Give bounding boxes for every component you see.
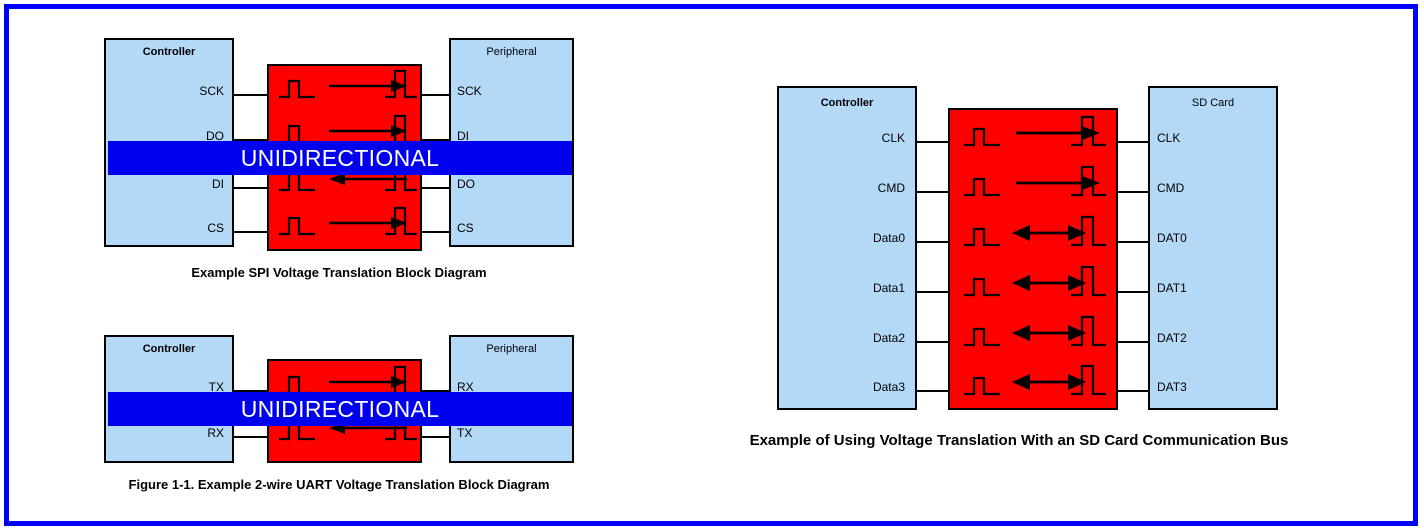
sdcard-pin-left-5: Data3 bbox=[872, 380, 905, 394]
spi-peripheral-title: Peripheral bbox=[486, 46, 537, 58]
uart-caption: Figure 1-1. Example 2-wire UART Voltage … bbox=[128, 477, 550, 492]
sdcard-waveform-row-1 bbox=[964, 165, 1106, 197]
spi-wire-left-2 bbox=[234, 187, 267, 189]
sdcard-wire-left-0 bbox=[917, 141, 948, 143]
spi-controller-title: Controller bbox=[142, 46, 196, 58]
sdcard-wire-right-0 bbox=[1118, 141, 1148, 143]
sdcard-waveform-row-0 bbox=[964, 115, 1106, 147]
uart-controller-title: Controller bbox=[142, 343, 196, 355]
sdcard-block-diagram: Controller SD Card CLK CLK CMD CMD Dat bbox=[9, 9, 1423, 521]
sdcard-voltage-translator-block bbox=[948, 108, 1118, 410]
spi-pin-left-3: CS bbox=[207, 221, 224, 235]
sdcard-title: SD Card bbox=[1191, 97, 1235, 109]
sdcard-wire-left-1 bbox=[917, 191, 948, 193]
sdcard-wire-right-4 bbox=[1118, 341, 1148, 343]
spi-wire-right-2 bbox=[422, 187, 449, 189]
sdcard-pin-left-3: Data1 bbox=[872, 281, 905, 295]
figure-border: Controller Peripheral SCK SCK DO DI bbox=[4, 4, 1418, 526]
uart-pin-right-0: RX bbox=[457, 380, 474, 394]
sdcard-wire-left-4 bbox=[917, 341, 948, 343]
sdcard-pin-right-2: DAT0 bbox=[1157, 231, 1187, 245]
uart-wire-left-1 bbox=[234, 436, 267, 438]
sdcard-wire-right-2 bbox=[1118, 241, 1148, 243]
spi-waveform-row-0 bbox=[279, 69, 417, 99]
sdcard-waveform-row-3 bbox=[964, 265, 1106, 297]
spi-pin-right-1: DI bbox=[457, 129, 469, 143]
spi-wire-left-0 bbox=[234, 94, 267, 96]
sdcard-block: SD Card bbox=[1148, 86, 1278, 410]
sdcard-pin-left-0: CLK bbox=[881, 131, 905, 145]
spi-waveform-row-2 bbox=[279, 162, 417, 192]
spi-wire-right-1 bbox=[422, 139, 449, 141]
sdcard-waveform-row-2 bbox=[964, 215, 1106, 247]
spi-wire-right-3 bbox=[422, 231, 449, 233]
spi-pin-left-2: DI bbox=[212, 177, 224, 191]
sdcard-waveform-row-5 bbox=[964, 364, 1106, 396]
sdcard-pin-left-4: Data2 bbox=[872, 331, 905, 345]
uart-wire-left-0 bbox=[234, 390, 267, 392]
sdcard-caption: Example of Using Voltage Translation Wit… bbox=[749, 432, 1289, 449]
sdcard-wire-right-3 bbox=[1118, 291, 1148, 293]
spi-pin-right-0: SCK bbox=[457, 84, 482, 98]
spi-pin-left-1: DO bbox=[206, 129, 224, 143]
spi-caption: Example SPI Voltage Translation Block Di… bbox=[191, 265, 487, 280]
spi-pin-right-3: CS bbox=[457, 221, 474, 235]
sdcard-pin-left-2: Data0 bbox=[872, 231, 905, 245]
sdcard-pin-right-0: CLK bbox=[1157, 131, 1181, 145]
spi-unidirectional-band: UNIDIRECTIONAL bbox=[108, 141, 572, 175]
sdcard-controller-block: Controller bbox=[777, 86, 917, 410]
spi-wire-left-3 bbox=[234, 231, 267, 233]
sdcard-pin-right-3: DAT1 bbox=[1157, 281, 1187, 295]
sdcard-pin-right-1: CMD bbox=[1157, 181, 1185, 195]
spi-pin-right-2: DO bbox=[457, 177, 475, 191]
uart-pin-left-1: RX bbox=[207, 426, 224, 440]
uart-unidirectional-band: UNIDIRECTIONAL bbox=[108, 392, 572, 426]
spi-unidirectional-label: UNIDIRECTIONAL bbox=[240, 144, 440, 171]
uart-pin-left-0: TX bbox=[208, 380, 224, 394]
sdcard-pin-right-5: DAT3 bbox=[1157, 380, 1187, 394]
sdcard-pin-right-4: DAT2 bbox=[1157, 331, 1187, 345]
spi-wire-right-0 bbox=[422, 94, 449, 96]
sdcard-waveform-row-4 bbox=[964, 315, 1106, 347]
uart-wire-right-0 bbox=[422, 390, 449, 392]
sdcard-pin-left-1: CMD bbox=[877, 181, 905, 195]
uart-unidirectional-label: UNIDIRECTIONAL bbox=[240, 395, 440, 422]
sdcard-controller-title: Controller bbox=[820, 97, 874, 109]
sdcard-wire-left-3 bbox=[917, 291, 948, 293]
spi-waveform-row-3 bbox=[279, 206, 417, 236]
spi-wire-left-1 bbox=[234, 139, 267, 141]
spi-pin-left-0: SCK bbox=[199, 84, 224, 98]
uart-block-diagram: Controller Peripheral TX RX RX TX UN bbox=[9, 9, 609, 509]
uart-pin-right-1: TX bbox=[457, 426, 473, 440]
sdcard-wire-right-1 bbox=[1118, 191, 1148, 193]
sdcard-wire-left-2 bbox=[917, 241, 948, 243]
uart-peripheral-title: Peripheral bbox=[486, 343, 537, 355]
spi-block-diagram: Controller Peripheral SCK SCK DO DI bbox=[9, 9, 609, 299]
sdcard-wire-right-5 bbox=[1118, 390, 1148, 392]
sdcard-wire-left-5 bbox=[917, 390, 948, 392]
uart-wire-right-1 bbox=[422, 436, 449, 438]
